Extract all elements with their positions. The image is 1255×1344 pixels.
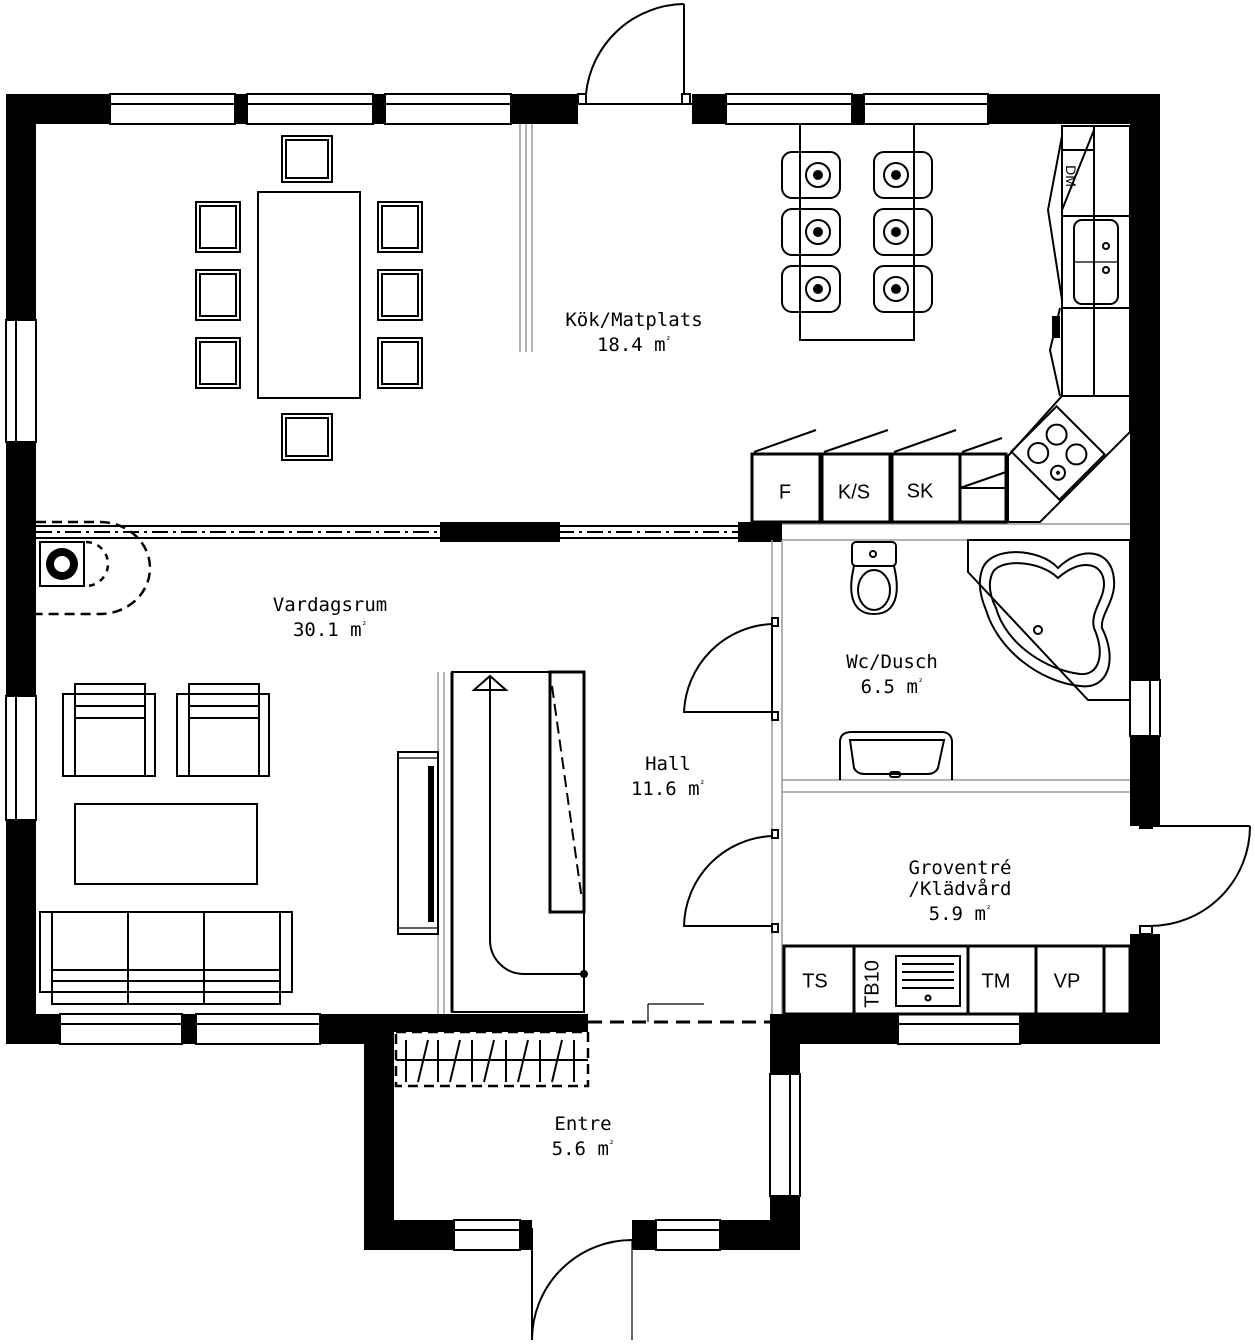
staircase — [450, 670, 588, 1013]
room-area: 11.6 m² — [630, 778, 706, 800]
groventre-door[interactable] — [682, 829, 779, 933]
appliance-label-dishwasher: DM — [1063, 165, 1079, 187]
windows — [5, 93, 1161, 1251]
room-label-groventre: Groventré /Klädvård 5.9 m² — [909, 858, 1012, 925]
kitchen-chairs — [781, 151, 933, 313]
interior-partitions — [36, 124, 1130, 1014]
entre-wardrobe — [394, 1030, 590, 1088]
main-top-door[interactable] — [577, 3, 692, 105]
room-name-line2: /Klädvård — [908, 878, 1012, 900]
entre-front-door[interactable] — [531, 1228, 633, 1341]
kitchen-table — [781, 123, 933, 341]
room-area: 6.5 m² — [860, 676, 924, 698]
room-name: Wc/Dusch — [846, 651, 938, 673]
appliance-label-drying-cabinet: TB10 — [861, 960, 884, 1008]
room-name-line1: Groventré — [908, 857, 1012, 879]
chairs — [195, 135, 423, 461]
armchairs — [62, 683, 270, 777]
room-name: Kök/Matplats — [565, 309, 703, 331]
room-area: 30.1 m² — [292, 619, 368, 641]
room-name: Hall — [645, 753, 691, 775]
exterior-walls — [6, 94, 1160, 1250]
room-name: Entre — [554, 1113, 612, 1135]
appliance-label-heat-pump: VP — [1053, 970, 1081, 993]
appliance-label-dryer: TS — [802, 970, 828, 993]
fireplace — [36, 520, 152, 616]
entre-threshold — [394, 1003, 770, 1032]
room-area: 18.4 m² — [596, 334, 672, 356]
sofa — [39, 911, 293, 1005]
groventre-outer-door[interactable] — [1139, 819, 1251, 935]
toilet — [850, 541, 898, 616]
stove — [1007, 395, 1131, 523]
room-area: 5.6 m² — [551, 1138, 615, 1160]
laundry-units — [782, 944, 1132, 1016]
coffee-table — [74, 803, 258, 885]
room-area: 5.9 m² — [928, 903, 992, 925]
corner-bathtub — [967, 539, 1131, 701]
wc-door[interactable] — [682, 617, 779, 721]
kitchen-tall-units — [750, 429, 1008, 524]
room-name: Vardagsrum — [272, 594, 388, 616]
room-label-wc: Wc/Dusch 6.5 m² — [846, 652, 938, 698]
appliance-label-fridge-freezer: K/S — [837, 481, 871, 504]
room-label-entre: Entre 5.6 m² — [552, 1114, 615, 1160]
kitchen-counter-right — [1046, 125, 1131, 397]
room-label-hall: Hall 11.6 m² — [631, 754, 705, 800]
appliance-label-washing-machine: TM — [981, 970, 1011, 993]
room-label-vardagsrum: Vardagsrum 30.1 m² — [273, 595, 387, 641]
tv-unit — [397, 751, 439, 935]
appliance-label-fridge: F — [778, 481, 792, 504]
appliance-label-cabinet: SK — [906, 480, 934, 503]
dining-table-large — [195, 135, 423, 461]
washbasin — [839, 731, 953, 780]
room-label-kok: Kök/Matplats 18.4 m² — [565, 310, 702, 356]
